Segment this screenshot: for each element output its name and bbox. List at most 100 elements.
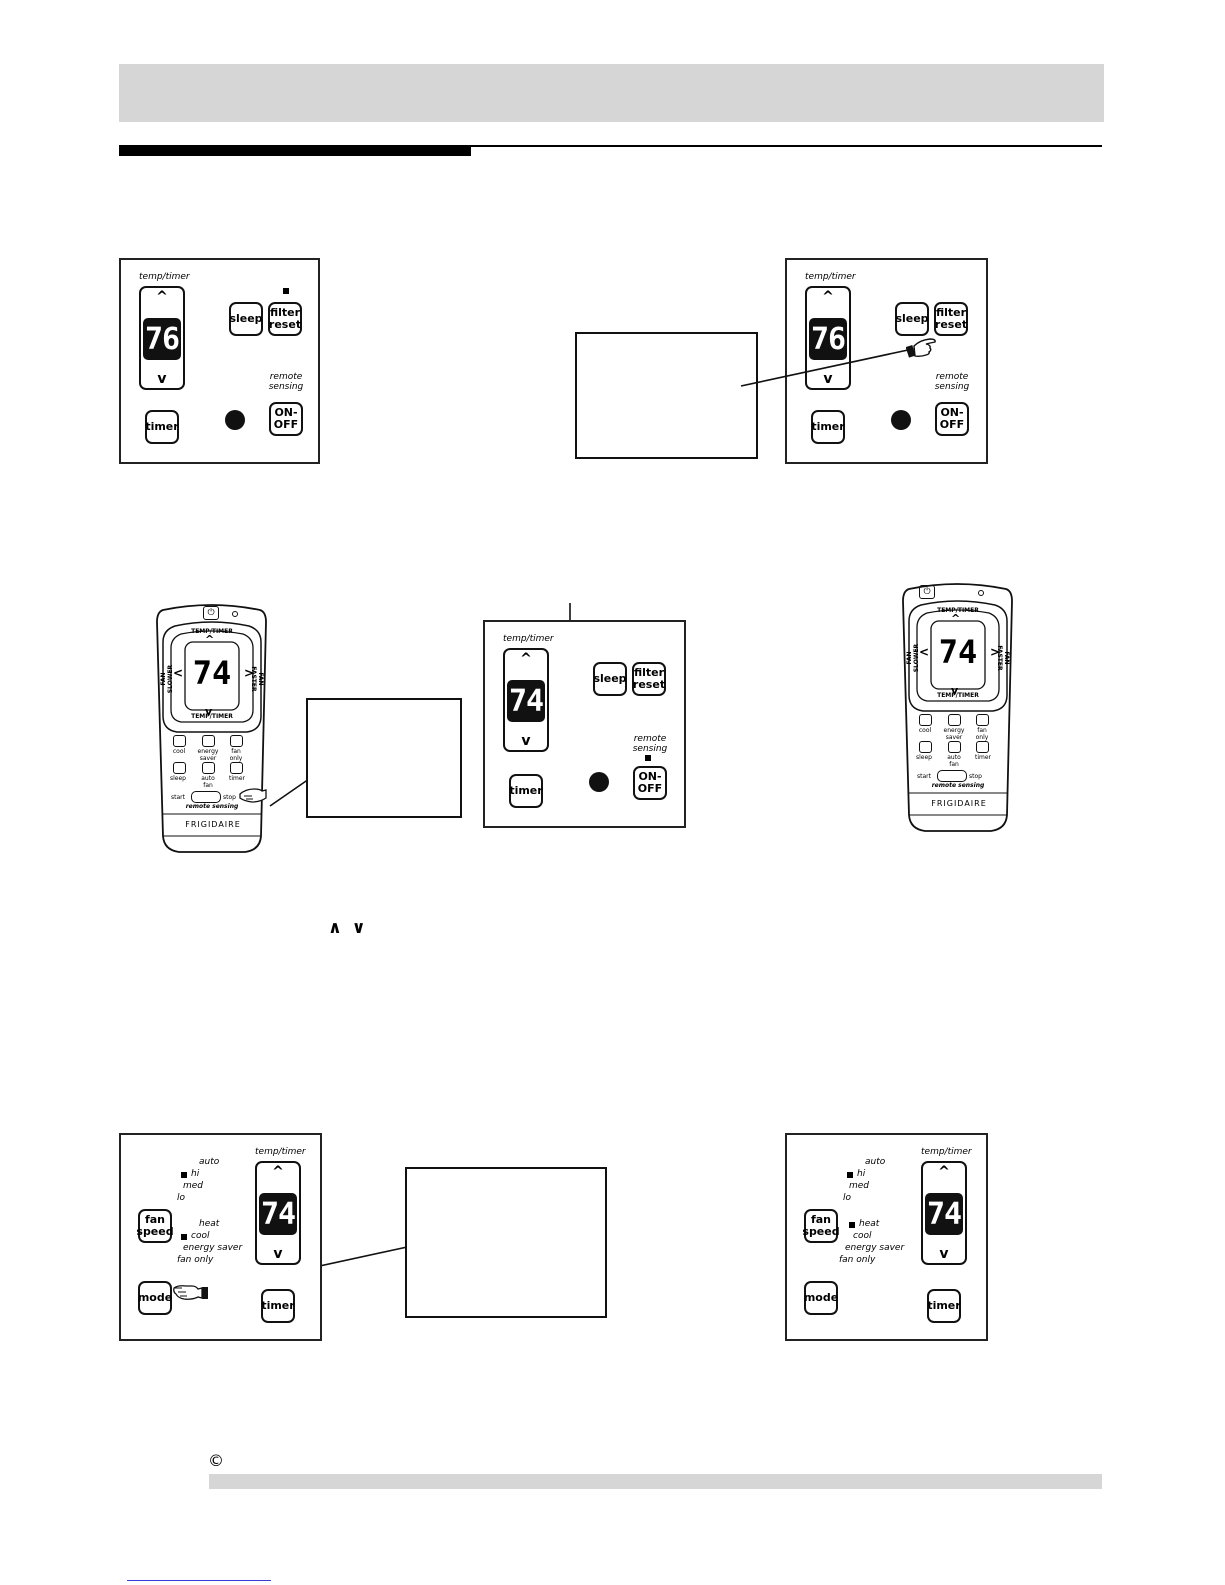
remote-right-arrow[interactable]: > [990, 645, 1001, 659]
remote-energy-saver-label: energy saver [943, 727, 965, 741]
temp-display: 74 [259, 1193, 297, 1235]
remote-power-button[interactable]: ⏻ [203, 606, 219, 620]
sleep-button[interactable]: sleep [895, 302, 929, 336]
temp-up-arrow[interactable]: ^ [938, 1164, 950, 1180]
temp-down-arrow[interactable]: v [273, 1246, 283, 1262]
remote-sleep-button[interactable] [173, 762, 186, 774]
remote-brand: FRIGIDAIRE [931, 799, 987, 808]
remote-up-arrow[interactable]: ^ [205, 633, 215, 646]
mode-cool-indicator [181, 1234, 187, 1240]
temp-display: 76 [143, 318, 181, 360]
remote-down-arrow[interactable]: v [951, 684, 959, 697]
remote-left-arrow[interactable]: < [919, 645, 930, 659]
temp-down-arrow[interactable]: v [521, 733, 531, 749]
remote-fan-slower: FAN SLOWER [906, 643, 920, 673]
fan-med-label: med [849, 1181, 870, 1191]
temp-timer-label: temp/timer [805, 272, 856, 282]
temp-up-arrow[interactable]: ^ [272, 1164, 284, 1180]
temp-timer-label: temp/timer [255, 1147, 306, 1157]
remote-start-label: start [917, 773, 931, 780]
pointing-hand-icon [173, 1285, 208, 1300]
mode-button[interactable]: mode [138, 1281, 172, 1315]
pointing-hand-icon [906, 338, 936, 358]
temp-display: 76 [809, 318, 847, 360]
sleep-button[interactable]: sleep [593, 662, 627, 696]
mode-button[interactable]: mode [804, 1281, 838, 1315]
remote-timer-label: timer [974, 754, 992, 761]
remote-fan-only-label: fan only [975, 727, 989, 741]
remote-cool-button[interactable] [919, 714, 932, 726]
mode-energy-saver-label: energy saver [183, 1243, 243, 1253]
mode-fan-only-label: fan only [177, 1255, 214, 1265]
remote-timer-button[interactable] [976, 741, 989, 753]
callout-box-mode [405, 1167, 607, 1318]
temp-timer-label: temp/timer [139, 272, 190, 282]
remote-sensing-label: remote sensing [185, 803, 239, 810]
remote-timer-button[interactable] [230, 762, 243, 774]
remote-temp-timer-bottom: TEMP/TIMER [937, 692, 979, 699]
timer-button[interactable]: timer [261, 1289, 295, 1323]
temp-down-arrow[interactable]: v [939, 1246, 949, 1262]
temp-timer-frame: ^ 76 v [805, 286, 851, 390]
remote-fan-only-button[interactable] [976, 714, 989, 726]
temp-timer-frame: ^ 74 v [921, 1161, 967, 1265]
on-off-button[interactable]: ON-OFF [633, 766, 667, 800]
header-band [119, 64, 1104, 122]
remote-temp-timer-bottom: TEMP/TIMER [191, 713, 233, 720]
remote-control-left: ⏻ TEMP/TIMER ^ 74 < > FAN SLOWER FAN FAS… [153, 604, 270, 855]
mode-cool-label: cool [191, 1231, 210, 1241]
up-down-arrows: ∧ ∨ [328, 918, 368, 938]
remote-body [902, 583, 1013, 832]
timer-button[interactable]: timer [811, 410, 845, 444]
remote-down-arrow[interactable]: v [205, 705, 213, 718]
temp-up-arrow[interactable]: ^ [520, 651, 532, 667]
remote-up-arrow[interactable]: ^ [951, 612, 961, 625]
footer-link-underline[interactable] [127, 1580, 271, 1581]
remote-sensor-dot [589, 772, 609, 792]
remote-sensing-toggle[interactable] [937, 770, 967, 782]
remote-auto-fan-button[interactable] [202, 762, 215, 774]
copyright-symbol: © [208, 1451, 224, 1470]
timer-button[interactable]: timer [145, 410, 179, 444]
remote-power-button[interactable]: ⏻ [919, 585, 935, 599]
temp-timer-label: temp/timer [921, 1147, 972, 1157]
remote-temp-timer-top: TEMP/TIMER [937, 607, 979, 614]
temp-up-arrow[interactable]: ^ [156, 289, 168, 305]
remote-fan-faster: FAN FASTER [250, 666, 264, 692]
sleep-button[interactable]: sleep [229, 302, 263, 336]
mode-fan-only-label: fan only [839, 1255, 876, 1265]
remote-sensing-indicator [645, 755, 651, 761]
section-rule-thick [119, 145, 471, 156]
remote-left-arrow[interactable]: < [173, 666, 184, 680]
mode-cool-label: cool [853, 1231, 872, 1241]
fan-lo-label: lo [177, 1193, 186, 1203]
remote-sensing-toggle[interactable] [191, 791, 221, 803]
remote-energy-saver-button[interactable] [202, 735, 215, 747]
remote-cool-button[interactable] [173, 735, 186, 747]
remote-right-arrow[interactable]: > [244, 666, 255, 680]
remote-energy-saver-button[interactable] [948, 714, 961, 726]
timer-button[interactable]: timer [509, 774, 543, 808]
on-off-button[interactable]: ON-OFF [935, 402, 969, 436]
temp-display: 74 [507, 680, 545, 722]
temp-up-arrow[interactable]: ^ [822, 289, 834, 305]
temp-down-arrow[interactable]: v [157, 371, 167, 387]
remote-fan-slower: FAN SLOWER [160, 664, 174, 694]
remote-fan-only-button[interactable] [230, 735, 243, 747]
fan-med-label: med [183, 1181, 204, 1191]
remote-auto-fan-button[interactable] [948, 741, 961, 753]
temp-down-arrow[interactable]: v [823, 371, 833, 387]
timer-button[interactable]: timer [927, 1289, 961, 1323]
on-off-button[interactable]: ON-OFF [269, 402, 303, 436]
remote-sleep-button[interactable] [919, 741, 932, 753]
